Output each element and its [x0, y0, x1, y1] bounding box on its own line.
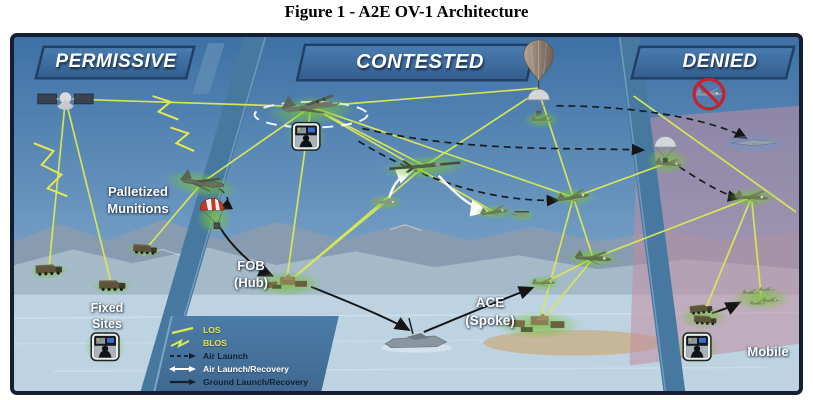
ace-line2: (Spoke): [465, 312, 515, 328]
zone-banner-permissive: PERMISSIVE: [36, 45, 196, 79]
ground-control-station-icon: [84, 329, 126, 365]
legend-row-blos: BLOS: [168, 336, 334, 349]
ground-launch-recovery-arrow-symbol: [170, 378, 196, 385]
palletized-line2: Munitions: [107, 200, 169, 216]
legend-row-los: LOS: [168, 323, 334, 336]
no-entry-icon: [692, 77, 726, 111]
fob-hub-site-icon: [248, 271, 324, 297]
uav-icon: [367, 194, 404, 211]
legend-air-launch-recovery-label: Air Launch/Recovery: [203, 363, 289, 374]
air-launch-recovery-arrow-symbol: [169, 365, 196, 372]
legend-row-ground-launch-recovery: Ground Launch/Recovery: [168, 375, 334, 388]
staged-uav-group-icon: [731, 286, 792, 311]
air-launch-arrow-symbol: [170, 352, 196, 359]
legend-blos-label: BLOS: [203, 337, 227, 348]
cargo-aircraft-icon: [164, 169, 239, 199]
fixed-line2: Sites: [92, 317, 122, 332]
small-uav-icons: [367, 188, 621, 291]
zone-banner-contested: CONTESTED: [300, 43, 540, 81]
c130-aircraft-icon: [265, 94, 357, 126]
helicopter-icon: [507, 208, 536, 222]
los-line-symbol: [171, 326, 194, 334]
mobile-site: [679, 286, 792, 330]
uav-icon: [565, 248, 621, 269]
palletized-munitions-parachute-icon: [196, 198, 232, 235]
fob-line2: (Hub): [234, 274, 268, 290]
ace-line1: ACE: [475, 295, 505, 310]
unmanned-surface-vessel-icon: [381, 318, 453, 353]
zone-label-contested: CONTESTED: [356, 50, 484, 73]
zone-banner-shapes: [34, 43, 796, 82]
zone-label-denied: DENIED: [682, 51, 758, 72]
uav-icon: [725, 187, 778, 208]
large-uav-icon: [379, 154, 471, 180]
ov1-architecture-diagram: PERMISSIVE CONTESTED DENIED Palletized M…: [10, 33, 803, 395]
mobile-line1: Mobile: [747, 344, 789, 359]
fixed-line1: Fixed: [90, 301, 124, 315]
ace-spoke-site-icon: [495, 311, 583, 339]
blos-links: [33, 95, 195, 198]
legend-los-label: LOS: [203, 324, 221, 335]
uav-icon: [525, 274, 562, 291]
mobile-vehicles-icon: [679, 303, 727, 330]
legend-ground-launch-recovery-label: Ground Launch/Recovery: [203, 376, 309, 387]
satellite-icon: [37, 91, 94, 110]
fixed-site-vehicles: [27, 243, 164, 295]
figure-caption: Figure 1 - A2E OV-1 Architecture: [284, 2, 529, 21]
palletized-munitions-label: Palletized Munitions: [86, 184, 190, 218]
ground-control-station-icon: [676, 329, 718, 365]
uav-icon: [549, 188, 598, 207]
scene-graphic: [14, 37, 799, 391]
denied-zone-aircraft: [645, 77, 783, 208]
los-links: [47, 87, 797, 326]
adversary-jet-icon: [726, 135, 783, 152]
palletized-line1: Palletized: [108, 184, 168, 199]
fixed-sites-label: Fixed Sites: [76, 300, 138, 333]
blos-line-symbol: [170, 338, 190, 348]
high-altitude-balloon-icon: [523, 39, 560, 129]
fob-hub-label: FOB (Hub): [214, 258, 288, 292]
legend: LOS BLOS Air Launch: [153, 316, 339, 391]
ground-control-station-icons: [84, 118, 718, 365]
uav-icon: [523, 110, 560, 129]
ground-vehicle-icon: [125, 243, 164, 258]
mobile-label: Mobile: [736, 344, 799, 361]
ace-spoke-label: ACE (Spoke): [448, 294, 532, 329]
legend-row-air-launch-recovery: Air Launch/Recovery: [168, 362, 334, 375]
legend-row-air-launch: Air Launch: [168, 349, 334, 362]
zone-banner-denied: DENIED: [638, 45, 799, 79]
fob-line1: FOB: [237, 258, 265, 273]
parachute-uav-icon: [645, 135, 690, 175]
zone-label-permissive: PERMISSIVE: [55, 51, 177, 72]
ground-control-station-icon: [285, 118, 327, 155]
ground-vehicle-icon: [27, 263, 70, 279]
uav-icon: [474, 204, 514, 220]
legend-air-launch-label: Air Launch: [203, 350, 248, 361]
ground-vehicle-icon: [91, 278, 133, 295]
